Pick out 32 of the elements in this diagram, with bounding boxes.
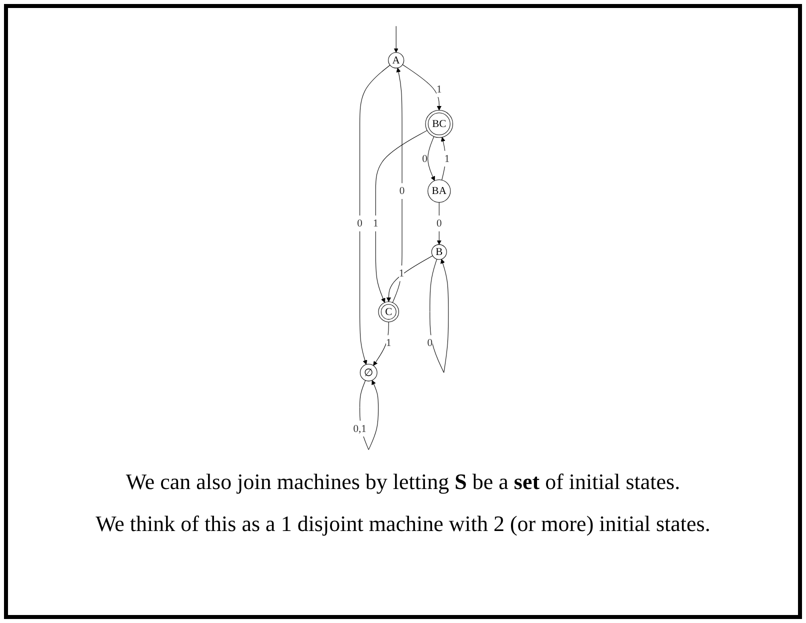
edge-label: 0 <box>399 185 405 197</box>
arrow <box>402 64 442 110</box>
edge-label: 1 <box>386 337 392 349</box>
arrow <box>360 64 390 365</box>
edge-label: 0 <box>427 337 433 349</box>
edge-label: 0,1 <box>353 422 366 434</box>
arrow <box>394 26 398 53</box>
arrow <box>430 258 449 373</box>
edge-label: 1 <box>373 218 378 230</box>
arrow <box>392 68 402 303</box>
page-frame: 1 0 1 1 0 0 1 1 0 0,1 0 A BC BA C ∅ B We can also join machines by letting S be a set of initial states. We think of this as a 1 disjoint machine with 2 (or more) initial states. <box>4 4 802 619</box>
arrow <box>386 255 433 302</box>
arrow <box>373 322 389 366</box>
node-circle <box>388 52 404 68</box>
arrow <box>436 202 442 245</box>
arrow <box>375 130 428 303</box>
node-circle <box>378 301 399 322</box>
edge-label: 1 <box>398 268 404 280</box>
arrow <box>428 136 436 181</box>
edge-label: 1 <box>436 83 442 95</box>
node-circle <box>431 244 447 260</box>
edge-label: 0 <box>422 152 428 164</box>
edge-label: 0 <box>436 218 442 230</box>
edge-label: 0 <box>357 218 362 230</box>
edge-label: 1 <box>444 152 450 164</box>
node-circle <box>360 364 378 382</box>
node-circle <box>425 110 454 138</box>
caption-text: We can also join machines by letting S be a set of initial states. <box>124 468 682 496</box>
arrow <box>440 137 446 180</box>
caption-text: We think of this as a 1 disjoint machine with 2 (or more) initial states. <box>94 510 712 538</box>
node-circle <box>428 180 451 203</box>
arrow <box>360 380 379 450</box>
